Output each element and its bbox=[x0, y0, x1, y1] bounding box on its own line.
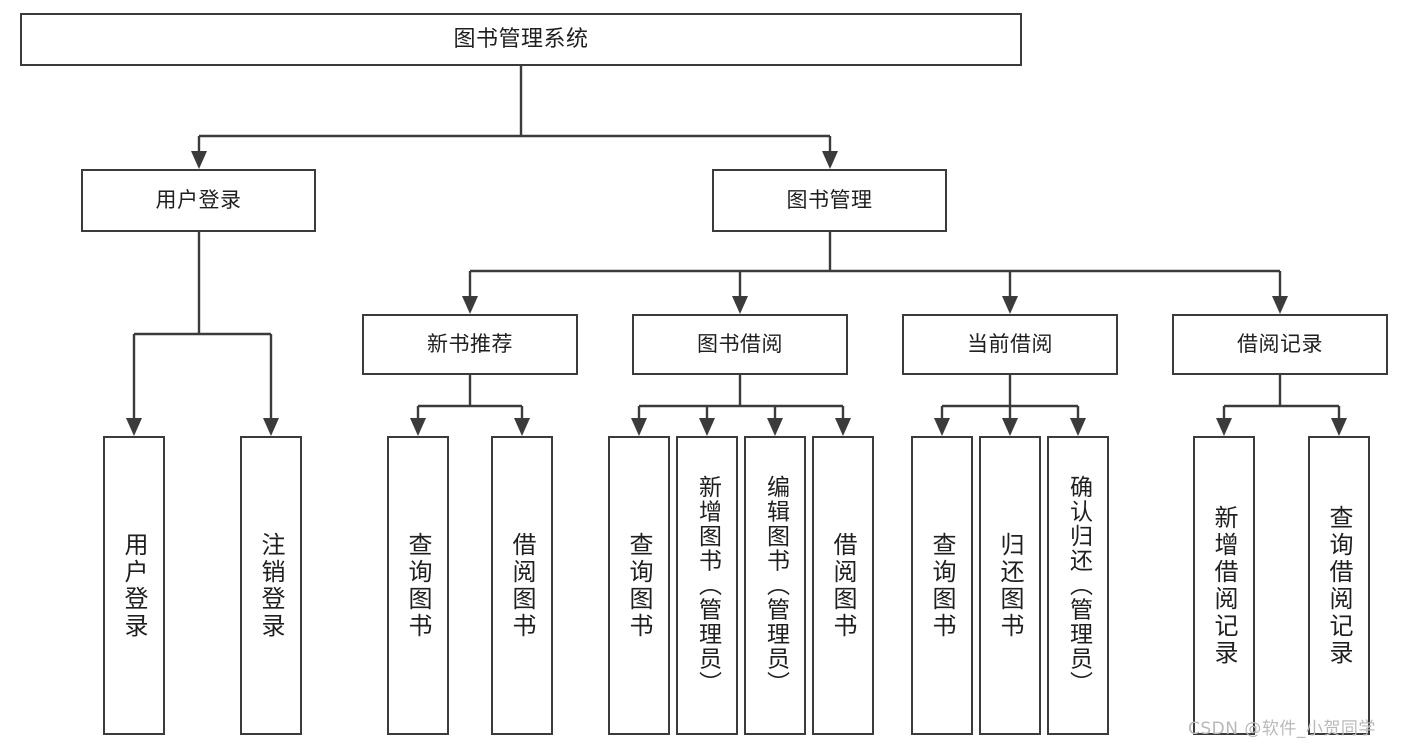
node-book-borrow-label: 图书借阅 bbox=[697, 331, 783, 356]
node-book-manage[interactable]: 图书管理 bbox=[712, 169, 947, 232]
node-leaf-logout-label: 注销登录 bbox=[257, 531, 285, 640]
arrowhead-leaf-user-login bbox=[126, 418, 142, 436]
node-leaf-user-login[interactable]: 用户登录 bbox=[103, 436, 165, 735]
watermark-text: CSDN @软件_小贺同学 bbox=[1188, 719, 1376, 739]
node-leaf-confirm-return-label: 确认归还（管理员） bbox=[1065, 475, 1092, 696]
edge-bookmanage-bus bbox=[468, 232, 1282, 305]
arrowhead-leaf-borrow-book-1 bbox=[514, 418, 530, 436]
node-new-book-rec-label: 新书推荐 bbox=[427, 331, 513, 356]
node-leaf-logout[interactable]: 注销登录 bbox=[240, 436, 302, 735]
edge-borrowrecord-bus bbox=[1222, 375, 1341, 427]
arrowhead-user-login bbox=[191, 151, 207, 169]
node-root-label: 图书管理系统 bbox=[453, 26, 589, 52]
arrowhead-leaf-return-book bbox=[1002, 418, 1018, 436]
arrowhead-leaf-borrow-book-2 bbox=[835, 418, 851, 436]
node-borrow-record-label: 借阅记录 bbox=[1237, 331, 1323, 356]
arrowhead-book-manage bbox=[822, 151, 838, 169]
node-leaf-add-record[interactable]: 新增借阅记录 bbox=[1193, 436, 1255, 735]
arrowhead-leaf-add-record bbox=[1216, 418, 1232, 436]
node-new-book-rec[interactable]: 新书推荐 bbox=[362, 314, 578, 375]
edge-newbookrec-bus bbox=[416, 375, 524, 427]
node-leaf-borrow-book-1-label: 借阅图书 bbox=[508, 531, 536, 640]
arrowhead-leaf-query-record bbox=[1331, 418, 1347, 436]
node-user-login-label: 用户登录 bbox=[155, 187, 242, 212]
node-root[interactable]: 图书管理系统 bbox=[20, 13, 1022, 66]
node-leaf-return-book[interactable]: 归还图书 bbox=[979, 436, 1041, 735]
arrowhead-leaf-logout bbox=[263, 418, 279, 436]
node-leaf-edit-book-label: 编辑图书（管理员） bbox=[762, 475, 789, 696]
node-user-login[interactable]: 用户登录 bbox=[81, 169, 316, 232]
node-leaf-query-book-2-label: 查询图书 bbox=[625, 531, 653, 640]
node-leaf-user-login-label: 用户登录 bbox=[120, 531, 148, 640]
node-current-borrow-label: 当前借阅 bbox=[967, 331, 1053, 356]
node-leaf-query-book-3-label: 查询图书 bbox=[928, 531, 956, 640]
arrowhead-leaf-confirm-return bbox=[1070, 418, 1086, 436]
arrowhead-borrow-record bbox=[1272, 296, 1288, 314]
arrowhead-leaf-edit-book bbox=[767, 418, 783, 436]
edge-currentborrow-bus bbox=[940, 375, 1080, 427]
node-borrow-record[interactable]: 借阅记录 bbox=[1172, 314, 1388, 375]
arrowhead-leaf-query-book-2 bbox=[631, 418, 647, 436]
arrowhead-current-borrow bbox=[1002, 296, 1018, 314]
node-leaf-query-book-1[interactable]: 查询图书 bbox=[387, 436, 449, 735]
node-book-borrow[interactable]: 图书借阅 bbox=[632, 314, 848, 375]
node-leaf-borrow-book-1[interactable]: 借阅图书 bbox=[491, 436, 553, 735]
node-leaf-return-book-label: 归还图书 bbox=[996, 531, 1024, 640]
edge-userlogin-bus bbox=[132, 232, 273, 427]
node-leaf-edit-book[interactable]: 编辑图书（管理员） bbox=[744, 436, 806, 735]
edge-bookborrow-bus bbox=[637, 375, 845, 427]
node-leaf-query-record-label: 查询借阅记录 bbox=[1325, 504, 1353, 667]
node-leaf-query-book-2[interactable]: 查询图书 bbox=[608, 436, 670, 735]
node-leaf-query-record[interactable]: 查询借阅记录 bbox=[1308, 436, 1370, 735]
arrowhead-new-book-rec bbox=[462, 296, 478, 314]
node-book-manage-label: 图书管理 bbox=[786, 187, 873, 212]
arrowhead-leaf-add-book bbox=[699, 418, 715, 436]
arrowhead-leaf-query-book-1 bbox=[410, 418, 426, 436]
node-leaf-query-book-1-label: 查询图书 bbox=[404, 531, 432, 640]
arrowhead-book-borrow bbox=[732, 296, 748, 314]
node-leaf-add-book[interactable]: 新增图书（管理员） bbox=[676, 436, 738, 735]
node-current-borrow[interactable]: 当前借阅 bbox=[902, 314, 1118, 375]
node-leaf-add-book-label: 新增图书（管理员） bbox=[694, 475, 721, 696]
node-leaf-query-book-3[interactable]: 查询图书 bbox=[911, 436, 973, 735]
node-leaf-borrow-book-2-label: 借阅图书 bbox=[829, 531, 857, 640]
node-leaf-borrow-book-2[interactable]: 借阅图书 bbox=[812, 436, 874, 735]
node-leaf-add-record-label: 新增借阅记录 bbox=[1210, 504, 1238, 667]
node-leaf-confirm-return[interactable]: 确认归还（管理员） bbox=[1047, 436, 1109, 735]
edge-root-bus bbox=[197, 66, 832, 160]
arrowhead-leaf-query-book-3 bbox=[934, 418, 950, 436]
